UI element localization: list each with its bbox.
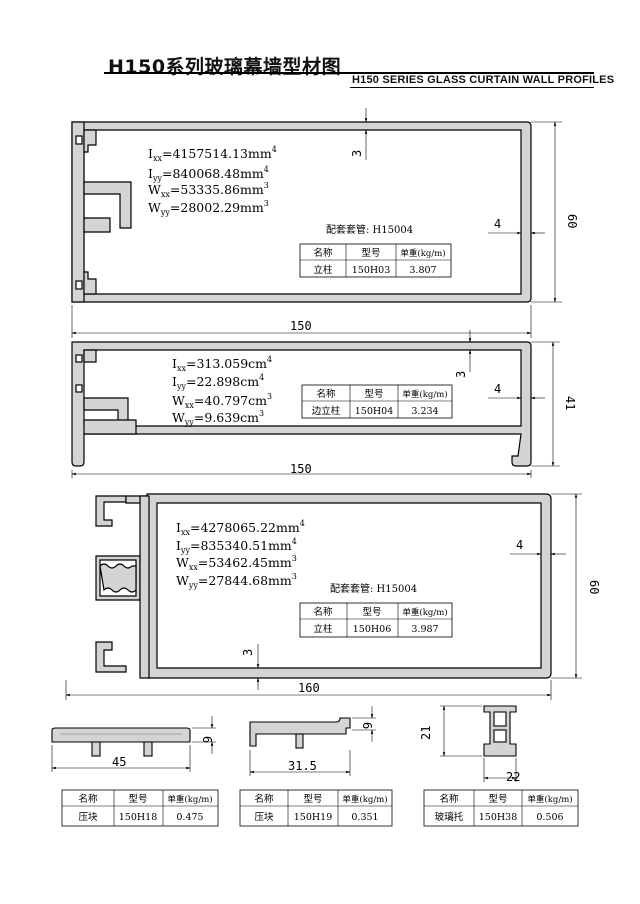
svg-text:0.506: 0.506: [536, 812, 563, 823]
dim-width: 150: [290, 319, 312, 333]
svg-text:Wxx=53462.45mm3: Wxx=53462.45mm3: [176, 554, 297, 572]
props-150h03: Ixx=4157514.13mm4 Iyy=840068.48mm4 Wxx=5…: [148, 145, 277, 217]
profile-150h03: 150 60 4 3 Ixx=4157514.13mm4 Iyy=840068.…: [71, 108, 579, 338]
svg-text:立柱: 立柱: [313, 264, 333, 276]
svg-text:名称: 名称: [313, 247, 333, 259]
profile-150h06-outline: [95, 493, 552, 679]
spec-table-150h06: 名称 型号 单重(kg/m) 立柱 150H06 3.987: [299, 602, 453, 638]
svg-text:名称: 名称: [439, 793, 459, 805]
svg-text:名称: 名称: [313, 606, 333, 618]
svg-text:型号: 型号: [488, 794, 507, 805]
spec-table-150h19: 名称 型号 单重(kg/m) 压块 150H19 0.351: [239, 789, 393, 827]
svg-text:150H19: 150H19: [294, 812, 333, 823]
svg-text:Wxx=40.797cm3: Wxx=40.797cm3: [172, 392, 272, 410]
svg-text:Wyy=28002.29mm3: Wyy=28002.29mm3: [148, 199, 269, 217]
dim-wall: 4: [494, 382, 501, 396]
dim-height: 41: [563, 396, 577, 410]
svg-text:名称: 名称: [316, 388, 336, 400]
dim-height: 6: [200, 736, 214, 743]
svg-text:3.807: 3.807: [409, 265, 436, 276]
svg-text:Iyy=840068.48mm4: Iyy=840068.48mm4: [148, 165, 269, 183]
svg-text:型号: 型号: [128, 794, 147, 805]
profile-150h06-dims: [65, 493, 582, 700]
svg-text:Iyy=22.898cm4: Iyy=22.898cm4: [172, 373, 264, 391]
page-subtitle: H150 SERIES GLASS CURTAIN WALL PROFILES: [352, 74, 615, 86]
profile-150h38: 22 21: [419, 705, 520, 784]
svg-text:单重(kg/m): 单重(kg/m): [167, 794, 212, 805]
subtitle-rule: [350, 87, 594, 88]
svg-text:150H18: 150H18: [119, 812, 158, 823]
profile-150h04-dims: [71, 330, 560, 478]
profile-150h18: 45 6: [51, 716, 216, 772]
svg-text:型号: 型号: [303, 794, 322, 805]
svg-text:型号: 型号: [364, 389, 383, 400]
sleeve-note: 配套套管: H15004: [330, 582, 417, 595]
svg-text:压块: 压块: [254, 811, 274, 823]
svg-text:单重(kg/m): 单重(kg/m): [527, 794, 572, 805]
dim-height: 60: [565, 214, 579, 228]
svg-text:Wxx=53335.86mm3: Wxx=53335.86mm3: [148, 181, 269, 199]
profile-150h04-outline: [71, 341, 532, 467]
dim-width: 31.5: [288, 759, 317, 773]
svg-text:0.475: 0.475: [176, 812, 203, 823]
svg-text:0.351: 0.351: [351, 812, 378, 823]
dim-height: 60: [587, 580, 601, 594]
spec-table-150h04: 名称 型号 单重(kg/m) 边立柱 150H04 3.234: [301, 384, 453, 419]
svg-text:150H06: 150H06: [353, 624, 392, 635]
svg-text:单重(kg/m): 单重(kg/m): [342, 794, 387, 805]
spec-table-150h18: 名称 型号 单重(kg/m) 压块 150H18 0.475: [61, 789, 219, 827]
dim-width: 22: [506, 770, 520, 784]
profile-150h03-dims: [71, 108, 562, 338]
svg-text:3.234: 3.234: [411, 406, 438, 417]
profile-150h06: 160 60 4 3 Ixx=4278065.22mm4 Iyy=835340.…: [65, 493, 601, 700]
profile-150h19: 31.5 6: [249, 706, 376, 776]
svg-text:Wyy=27844.68mm3: Wyy=27844.68mm3: [176, 572, 297, 590]
svg-text:型号: 型号: [362, 607, 381, 618]
svg-text:Ixx=4157514.13mm4: Ixx=4157514.13mm4: [148, 145, 277, 163]
title-rule: [104, 72, 594, 74]
dim-wall: 4: [494, 217, 501, 231]
svg-text:压块: 压块: [78, 811, 98, 823]
svg-text:150H03: 150H03: [352, 265, 391, 276]
svg-text:立柱: 立柱: [313, 623, 333, 635]
svg-text:型号: 型号: [361, 248, 380, 259]
spec-table-150h38: 名称 型号 单重(kg/m) 玻璃托 150H38 0.506: [423, 789, 579, 827]
svg-text:Wyy=9.639cm3: Wyy=9.639cm3: [172, 409, 264, 427]
props-150h04: Ixx=313.059cm4 Iyy=22.898cm4 Wxx=40.797c…: [172, 355, 272, 427]
profile-150h04: 150 41 4 3 Ixx=313.059cm4 Iyy=22.898cm4 …: [71, 330, 577, 478]
svg-text:3.987: 3.987: [411, 624, 438, 635]
svg-text:名称: 名称: [78, 793, 98, 805]
dim-width: 160: [298, 681, 320, 695]
svg-text:边立柱: 边立柱: [312, 405, 341, 417]
dim-height: 21: [419, 726, 433, 740]
svg-text:名称: 名称: [254, 793, 274, 805]
dim-width: 45: [112, 755, 126, 769]
svg-text:Ixx=4278065.22mm4: Ixx=4278065.22mm4: [176, 519, 305, 537]
svg-text:单重(kg/m): 单重(kg/m): [402, 389, 447, 400]
svg-text:150H38: 150H38: [479, 812, 518, 823]
svg-text:Iyy=835340.51mm4: Iyy=835340.51mm4: [176, 537, 297, 555]
dim-wall: 4: [516, 538, 523, 552]
dim-height: 6: [360, 722, 374, 729]
svg-text:单重(kg/m): 单重(kg/m): [400, 248, 445, 259]
props-150h06: Ixx=4278065.22mm4 Iyy=835340.51mm4 Wxx=5…: [176, 519, 305, 590]
dim-top: 3: [454, 371, 468, 378]
dim-bottom: 3: [241, 649, 255, 656]
dim-top: 3: [350, 150, 364, 157]
spec-table-150h03: 名称 型号 单重(kg/m) 立柱 150H03 3.807: [299, 243, 452, 278]
dim-width: 150: [290, 462, 312, 476]
svg-text:Ixx=313.059cm4: Ixx=313.059cm4: [172, 355, 272, 373]
sleeve-note: 配套套管: H15004: [326, 223, 413, 236]
svg-text:玻璃托: 玻璃托: [435, 811, 464, 823]
svg-text:150H04: 150H04: [355, 406, 394, 417]
svg-text:单重(kg/m): 单重(kg/m): [402, 607, 447, 618]
